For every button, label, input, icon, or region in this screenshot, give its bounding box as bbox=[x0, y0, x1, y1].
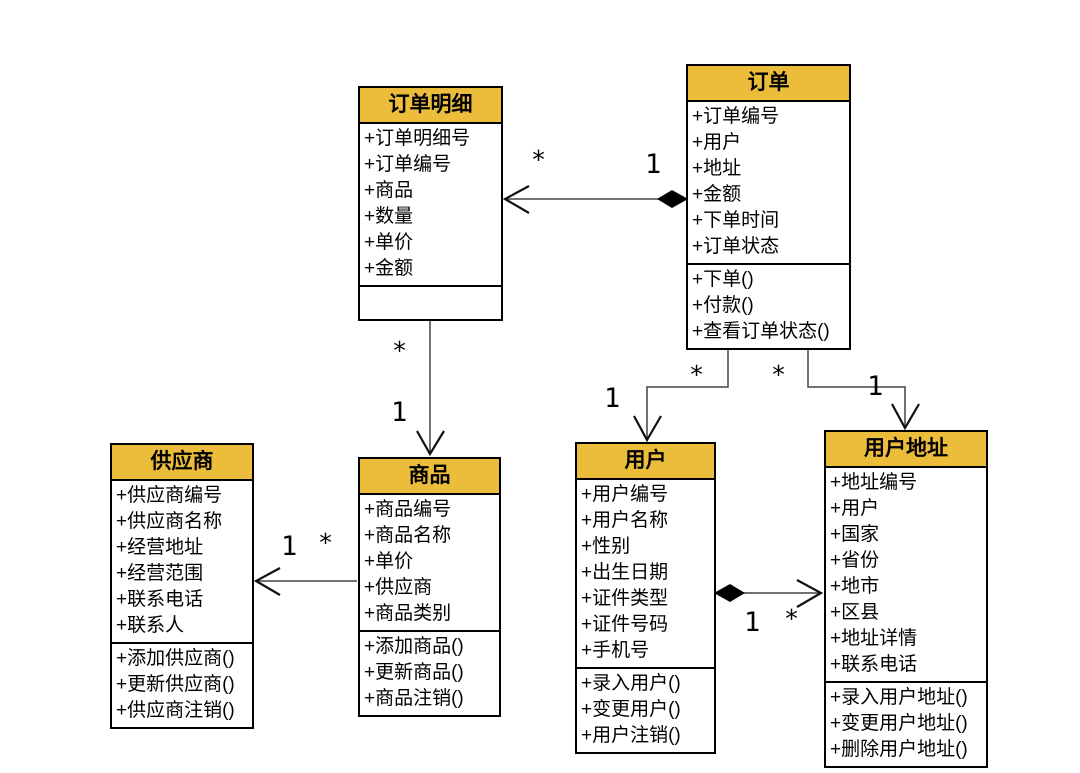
class-user-title: 用户 bbox=[577, 444, 714, 480]
class-order-methods: +下单() +付款() +查看订单状态() bbox=[688, 265, 849, 348]
multiplicity-label: 1 bbox=[604, 383, 621, 414]
attribute: +国家 bbox=[830, 524, 880, 545]
method: +录入用户地址() bbox=[830, 687, 968, 708]
attribute: +商品 bbox=[364, 180, 414, 201]
attribute: +证件类型 bbox=[581, 588, 669, 609]
attribute: +用户 bbox=[830, 498, 880, 519]
class-user-methods: +录入用户() +变更用户() +用户注销() bbox=[577, 669, 714, 752]
attribute: +用户 bbox=[692, 132, 742, 153]
attribute: +经营地址 bbox=[116, 537, 204, 558]
attribute: +手机号 bbox=[581, 640, 650, 661]
class-user-address[interactable]: 用户地址 +地址编号 +用户 +国家 +省份 +地市 +区县 +地址详情 +联系电话 +录入用… bbox=[824, 430, 988, 768]
attribute: +金额 bbox=[364, 258, 414, 279]
attribute: +省份 bbox=[830, 550, 880, 571]
attribute: +单价 bbox=[364, 232, 414, 253]
method: +录入用户() bbox=[581, 673, 681, 694]
attribute: +数量 bbox=[364, 206, 414, 227]
attribute: +用户编号 bbox=[581, 484, 669, 505]
method: +下单() bbox=[692, 269, 754, 290]
attribute: +联系人 bbox=[116, 615, 185, 636]
attribute: +商品类别 bbox=[364, 603, 452, 624]
attribute: +性别 bbox=[581, 536, 631, 557]
method: +用户注销() bbox=[581, 725, 681, 746]
multiplicity-label: * bbox=[784, 604, 800, 633]
multiplicity-label: * bbox=[392, 336, 408, 365]
attribute: +下单时间 bbox=[692, 210, 780, 231]
class-user-address-attributes: +地址编号 +用户 +国家 +省份 +地市 +区县 +地址详情 +联系电话 bbox=[826, 468, 986, 683]
multiplicity-label: * bbox=[318, 528, 334, 557]
class-supplier-title: 供应商 bbox=[112, 445, 252, 481]
attribute: +地址详情 bbox=[830, 628, 918, 649]
relationship-product-supplier bbox=[253, 567, 357, 596]
method: +变更用户() bbox=[581, 699, 681, 720]
multiplicity-label: 1 bbox=[645, 149, 662, 180]
method: +查看订单状态() bbox=[692, 321, 830, 342]
class-order-detail-title: 订单明细 bbox=[360, 88, 501, 124]
class-order-detail-methods bbox=[360, 287, 501, 319]
multiplicity-label: 1 bbox=[391, 397, 408, 428]
class-supplier-methods: +添加供应商() +更新供应商() +供应商注销() bbox=[112, 644, 252, 727]
multiplicity-label: 1 bbox=[867, 371, 884, 402]
attribute: +出生日期 bbox=[581, 562, 669, 583]
class-user-address-title: 用户地址 bbox=[826, 432, 986, 468]
attribute: +地市 bbox=[830, 576, 880, 597]
multiplicity-label: 1 bbox=[744, 607, 761, 638]
multiplicity-label: 1 bbox=[281, 531, 298, 562]
class-product-title: 商品 bbox=[360, 459, 499, 495]
class-user-address-methods: +录入用户地址() +变更用户地址() +删除用户地址() bbox=[826, 683, 986, 766]
attribute: +商品名称 bbox=[364, 525, 452, 546]
method: +添加商品() bbox=[364, 636, 464, 657]
relationship-user-useraddress bbox=[714, 579, 824, 608]
method: +变更用户地址() bbox=[830, 713, 968, 734]
attribute: +联系电话 bbox=[116, 589, 204, 610]
class-user[interactable]: 用户 +用户编号 +用户名称 +性别 +出生日期 +证件类型 +证件号码 +手机号 +录入用… bbox=[575, 442, 716, 754]
attribute: +供应商 bbox=[364, 577, 433, 598]
class-user-attributes: +用户编号 +用户名称 +性别 +出生日期 +证件类型 +证件号码 +手机号 bbox=[577, 480, 714, 669]
attribute: +地址 bbox=[692, 158, 742, 179]
attribute: +商品编号 bbox=[364, 499, 452, 520]
attribute: +金额 bbox=[692, 184, 742, 205]
attribute: +订单编号 bbox=[364, 154, 452, 175]
relationship-order-user bbox=[633, 337, 729, 443]
relationship-orderdetail-product bbox=[416, 313, 445, 457]
class-product-methods: +添加商品() +更新商品() +商品注销() bbox=[360, 632, 499, 715]
method: +更新供应商() bbox=[116, 674, 235, 695]
method: +商品注销() bbox=[364, 688, 464, 709]
attribute: +供应商编号 bbox=[116, 485, 223, 506]
class-supplier-attributes: +供应商编号 +供应商名称 +经营地址 +经营范围 +联系电话 +联系人 bbox=[112, 481, 252, 644]
multiplicity-label: * bbox=[689, 360, 705, 389]
class-order-title: 订单 bbox=[688, 66, 849, 102]
class-order-detail[interactable]: 订单明细 +订单明细号 +订单编号 +商品 +数量 +单价 +金额 bbox=[358, 86, 503, 321]
method: +更新商品() bbox=[364, 662, 464, 683]
method: +付款() bbox=[692, 295, 754, 316]
method: +删除用户地址() bbox=[830, 739, 968, 760]
multiplicity-label: * bbox=[771, 360, 787, 389]
method: +供应商注销() bbox=[116, 700, 235, 721]
attribute: +用户名称 bbox=[581, 510, 669, 531]
class-order[interactable]: 订单 +订单编号 +用户 +地址 +金额 +下单时间 +订单状态 +下单() +付款() +查… bbox=[686, 64, 851, 350]
relationship-order-useraddress bbox=[807, 337, 920, 431]
attribute: +经营范围 bbox=[116, 563, 204, 584]
attribute: +订单明细号 bbox=[364, 128, 471, 149]
attribute: +订单状态 bbox=[692, 236, 780, 257]
attribute: +单价 bbox=[364, 551, 414, 572]
attribute: +地址编号 bbox=[830, 472, 918, 493]
attribute: +联系电话 bbox=[830, 654, 918, 675]
attribute: +证件号码 bbox=[581, 614, 669, 635]
attribute: +供应商名称 bbox=[116, 511, 223, 532]
attribute: +区县 bbox=[830, 602, 880, 623]
attribute: +订单编号 bbox=[692, 106, 780, 127]
class-order-detail-attributes: +订单明细号 +订单编号 +商品 +数量 +单价 +金额 bbox=[360, 124, 501, 287]
class-order-attributes: +订单编号 +用户 +地址 +金额 +下单时间 +订单状态 bbox=[688, 102, 849, 265]
method: +添加供应商() bbox=[116, 648, 235, 669]
class-supplier[interactable]: 供应商 +供应商编号 +供应商名称 +经营地址 +经营范围 +联系电话 +联系人 +添加供… bbox=[110, 443, 254, 729]
class-product[interactable]: 商品 +商品编号 +商品名称 +单价 +供应商 +商品类别 +添加商品() +更新商品()… bbox=[358, 457, 501, 717]
multiplicity-label: * bbox=[531, 145, 547, 174]
relationship-order-orderdetail bbox=[502, 185, 688, 214]
class-product-attributes: +商品编号 +商品名称 +单价 +供应商 +商品类别 bbox=[360, 495, 499, 632]
